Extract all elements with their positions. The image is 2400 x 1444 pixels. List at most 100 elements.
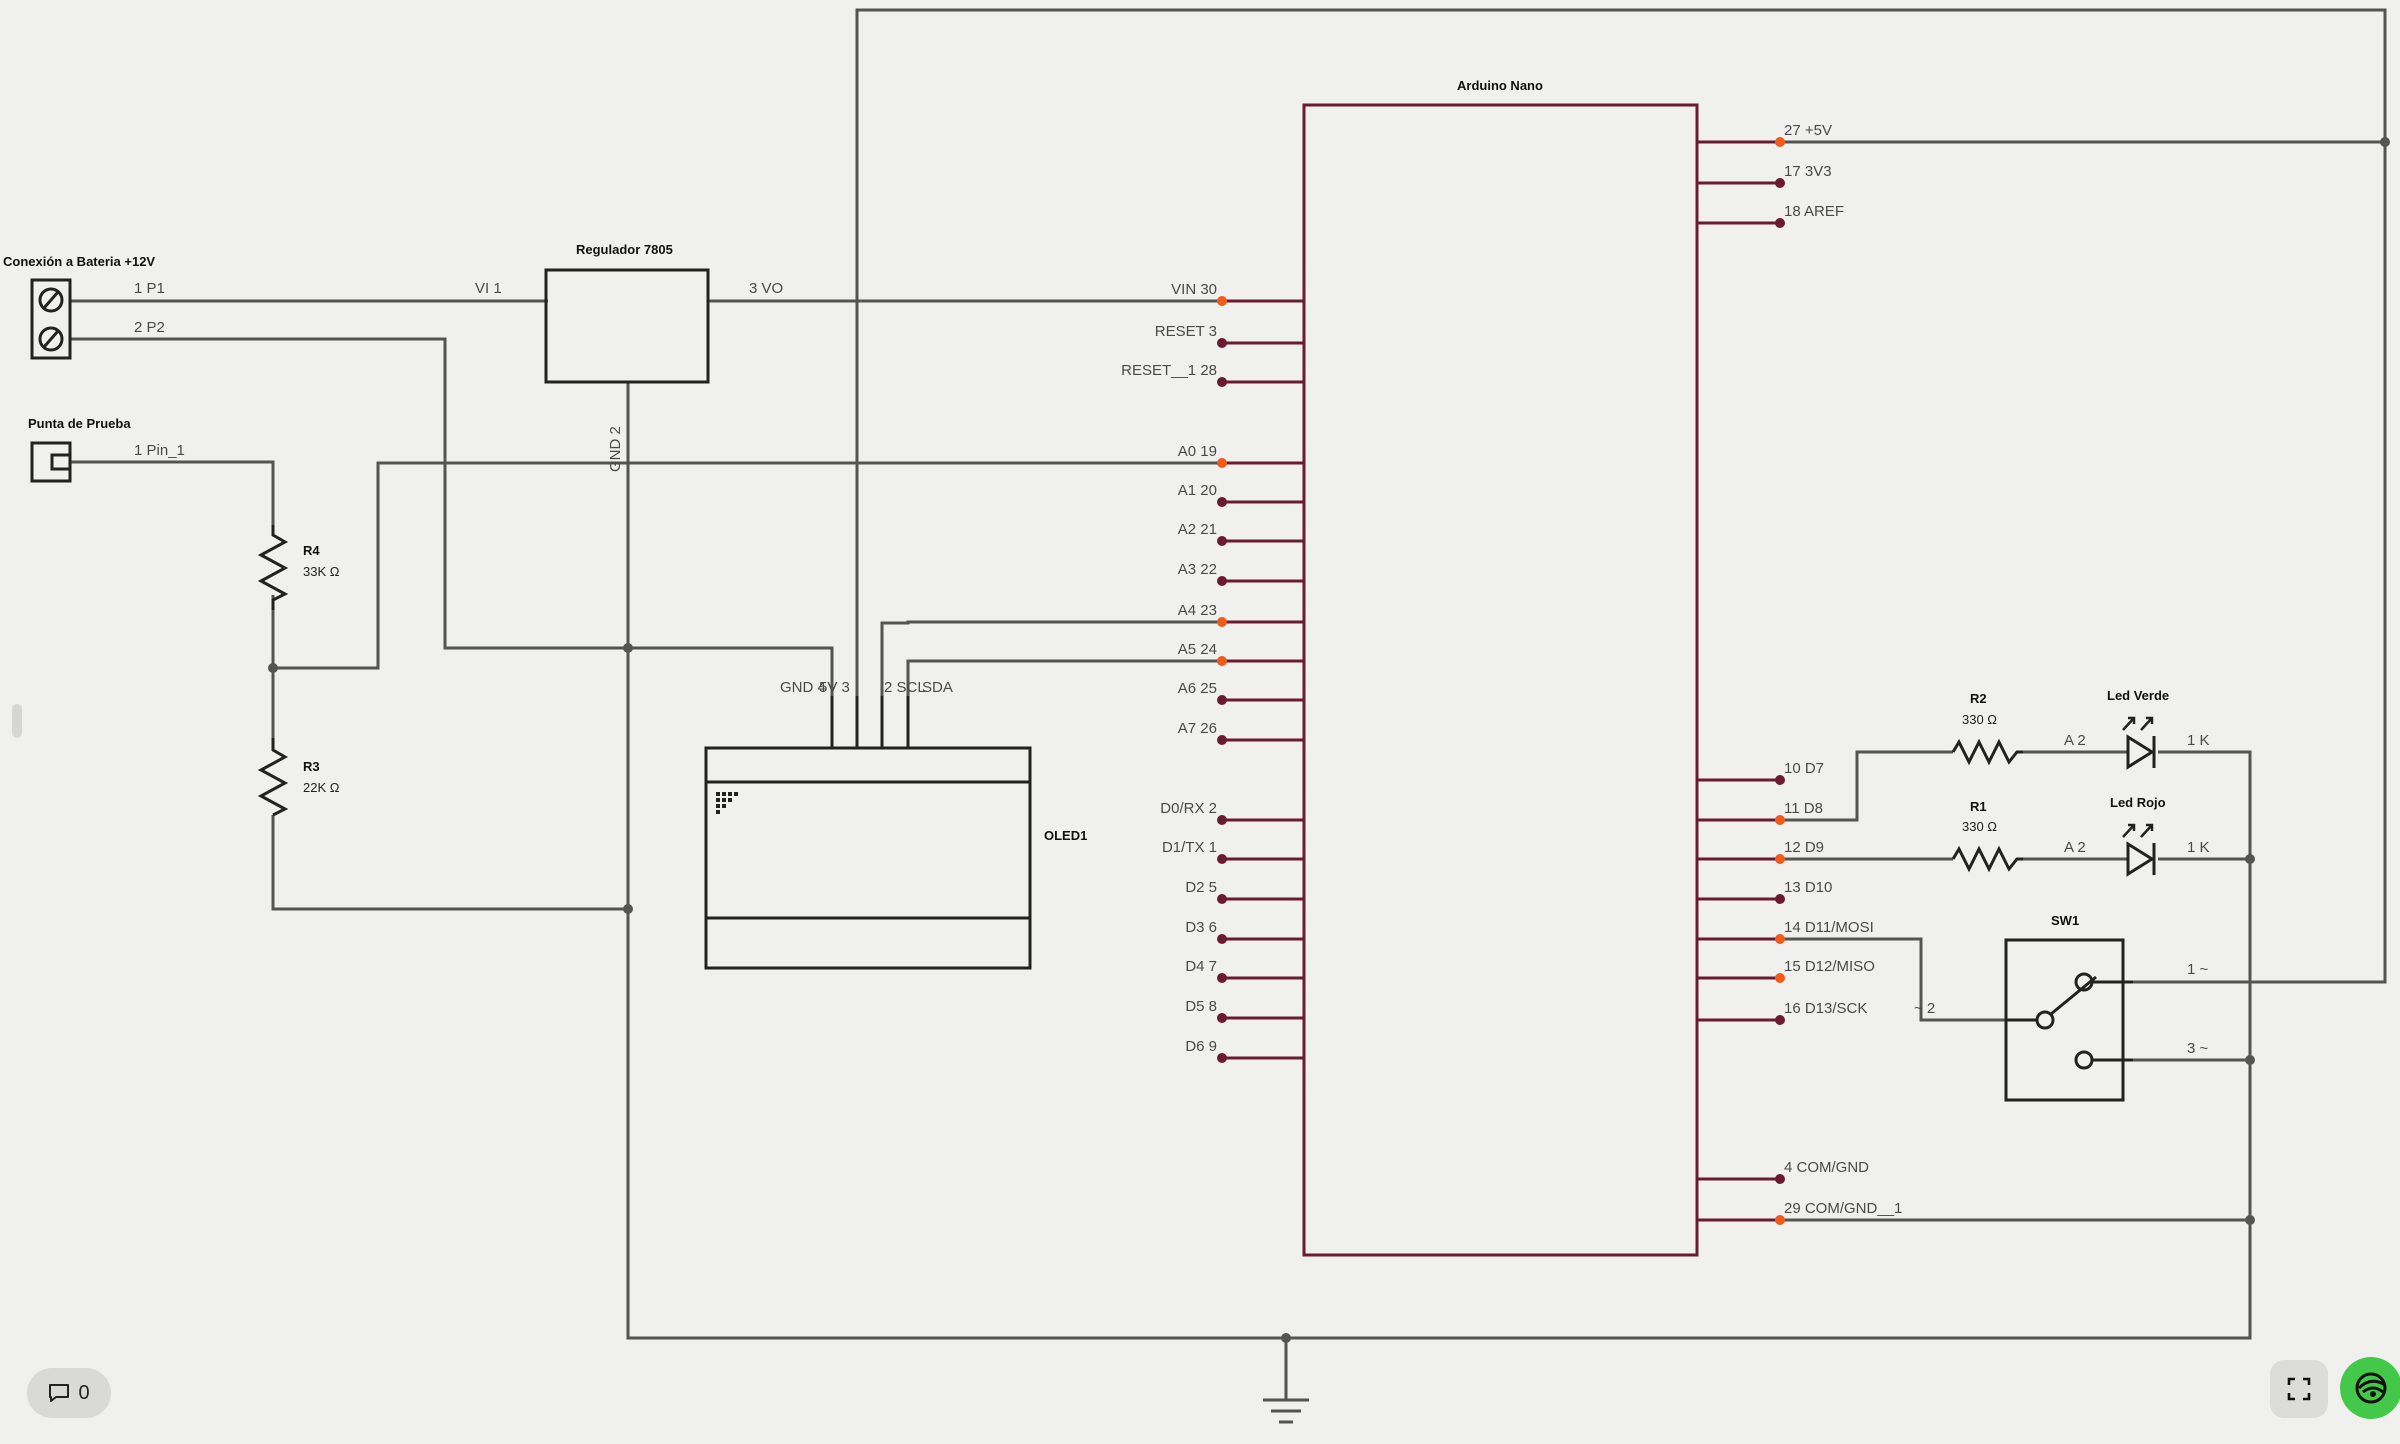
battery-connector[interactable]: Conexión a Bateria +12V 1 P1 2 P2 xyxy=(3,254,165,360)
battery-pin-1: 1 P1 xyxy=(134,280,165,297)
arduino-pin-dot[interactable] xyxy=(1775,218,1785,228)
arduino-pin-label: 15 D12/MISO xyxy=(1784,958,1875,975)
oled-display[interactable]: GND 4 5V 3 2 SCL SDA OLED1 xyxy=(704,679,1087,970)
arduino-pin-label: A5 24 xyxy=(1178,641,1217,658)
arduino-pin-dot[interactable] xyxy=(1775,178,1785,188)
led-green-anode: A 2 xyxy=(2064,732,2086,749)
sw-pin-1: 1 ~ xyxy=(2187,961,2209,978)
arduino-pin-dot[interactable] xyxy=(1217,576,1227,586)
arduino-pin-dot[interactable] xyxy=(1217,735,1227,745)
arduino-title: Arduino Nano xyxy=(1457,78,1543,93)
regulator-7805[interactable]: Regulador 7805 VI 1 3 VO GND 2 xyxy=(475,242,783,472)
sw-pin-2: ~ 2 xyxy=(1914,1000,1935,1017)
probe-title: Punta de Prueba xyxy=(28,416,131,431)
arduino-pin-dot[interactable] xyxy=(1775,1174,1785,1184)
resistor-r4[interactable]: R4 33K Ω xyxy=(257,525,340,610)
fullscreen-button[interactable] xyxy=(2270,1360,2328,1418)
arduino-pin-dot[interactable] xyxy=(1217,377,1227,387)
arduino-pin-dot[interactable] xyxy=(1217,695,1227,705)
arduino-pin-label: 17 3V3 xyxy=(1784,163,1832,180)
arduino-pin-dot[interactable] xyxy=(1775,1015,1785,1025)
arduino-pin-dot[interactable] xyxy=(1217,536,1227,546)
r3-value: 22K Ω xyxy=(303,780,340,795)
arduino-pin-label: A1 20 xyxy=(1178,482,1217,499)
led-green[interactable]: Led Verde A 2 1 K xyxy=(2064,688,2210,770)
oled-pin-gnd: GND 4 xyxy=(780,679,826,696)
regulator-pin-vi: VI 1 xyxy=(475,280,502,297)
arduino-pin-label: A4 23 xyxy=(1178,602,1217,619)
arduino-pin-dot[interactable] xyxy=(1217,1053,1227,1063)
arduino-pin-dot[interactable] xyxy=(1775,815,1785,825)
arduino-pin-dot[interactable] xyxy=(1217,656,1227,666)
comments-count: 0 xyxy=(78,1381,90,1404)
speech-bubble-icon xyxy=(49,1384,70,1402)
arduino-pin-dot[interactable] xyxy=(1217,1013,1227,1023)
arduino-pin-dot[interactable] xyxy=(1775,854,1785,864)
arduino-pin-label: VIN 30 xyxy=(1171,281,1217,298)
arduino-pin-label: RESET__1 28 xyxy=(1121,362,1217,379)
arduino-pin-label: 12 D9 xyxy=(1784,839,1824,856)
resistor-r2[interactable]: R2 330 Ω xyxy=(1951,691,2023,766)
led-green-name: Led Verde xyxy=(2107,688,2169,703)
regulator-pin-vo: 3 VO xyxy=(749,280,783,297)
arduino-pin-label: D3 6 xyxy=(1185,919,1217,936)
side-panel-handle[interactable] xyxy=(12,704,22,738)
arduino-pin-label: A7 26 xyxy=(1178,720,1217,737)
sw-pin-3: 3 ~ xyxy=(2187,1040,2209,1057)
switch-sw1[interactable]: SW1 1 ~ ~ 2 3 ~ xyxy=(1914,913,2209,1102)
arduino-pin-dot[interactable] xyxy=(1217,815,1227,825)
arduino-pin-dot[interactable] xyxy=(1217,894,1227,904)
led-red-name: Led Rojo xyxy=(2110,795,2166,810)
arduino-pin-dot[interactable] xyxy=(1775,973,1785,983)
arduino-pin-dot[interactable] xyxy=(1775,137,1785,147)
arduino-pin-dot[interactable] xyxy=(1775,894,1785,904)
arduino-pin-dot[interactable] xyxy=(1217,458,1227,468)
arduino-pin-label: 18 AREF xyxy=(1784,203,1844,220)
arduino-pin-label: D6 9 xyxy=(1185,1038,1217,1055)
arduino-pin-dot[interactable] xyxy=(1217,497,1227,507)
arduino-pin-dot[interactable] xyxy=(1217,617,1227,627)
arduino-pin-dot[interactable] xyxy=(1217,973,1227,983)
arduino-pin-dot[interactable] xyxy=(1775,934,1785,944)
arduino-pin-label: D1/TX 1 xyxy=(1162,839,1217,856)
brand-button[interactable] xyxy=(2340,1357,2400,1419)
arduino-pin-label: RESET 3 xyxy=(1155,323,1217,340)
arduino-pin-dot[interactable] xyxy=(1217,854,1227,864)
arduino-pin-label: 11 D8 xyxy=(1784,800,1823,817)
led-red-anode: A 2 xyxy=(2064,839,2086,856)
arduino-pin-dot[interactable] xyxy=(1775,775,1785,785)
arduino-pin-dot[interactable] xyxy=(1217,934,1227,944)
arduino-pin-dot[interactable] xyxy=(1217,338,1227,348)
arduino-pin-label: 14 D11/MOSI xyxy=(1784,919,1874,936)
r1-name: R1 xyxy=(1970,799,1987,814)
arduino-pin-label: A6 25 xyxy=(1178,680,1217,697)
arduino-pin-dot[interactable] xyxy=(1217,296,1227,306)
resistor-r1[interactable]: R1 330 Ω xyxy=(1951,799,2023,873)
oled-name: OLED1 xyxy=(1044,828,1087,843)
led-red[interactable]: Led Rojo A 2 1 K xyxy=(2064,795,2210,877)
oled-pin-scl: 2 SCL xyxy=(884,679,926,696)
arduino-pin-label: D2 5 xyxy=(1185,879,1217,896)
fullscreen-icon xyxy=(2287,1377,2311,1401)
wires xyxy=(70,8,2387,1424)
test-probe[interactable]: Punta de Prueba 1 Pin_1 xyxy=(28,416,185,483)
battery-pin-2: 2 P2 xyxy=(134,319,165,336)
comments-button[interactable]: 0 xyxy=(27,1368,111,1418)
arduino-pin-dot[interactable] xyxy=(1775,1215,1785,1225)
r2-name: R2 xyxy=(1970,691,1987,706)
oled-pin-5v: 5V 3 xyxy=(819,679,850,696)
resistor-r3[interactable]: R3 22K Ω xyxy=(257,738,340,817)
arduino-pin-label: D4 7 xyxy=(1185,958,1217,975)
regulator-pin-gnd: GND 2 xyxy=(607,426,624,472)
arduino-pin-label: A3 22 xyxy=(1178,561,1217,578)
arduino-pin-label: 10 D7 xyxy=(1784,760,1824,777)
r2-value: 330 Ω xyxy=(1962,712,1997,727)
regulator-title: Regulador 7805 xyxy=(576,242,673,257)
led-green-cathode: 1 K xyxy=(2187,732,2210,749)
probe-pin: 1 Pin_1 xyxy=(134,442,185,459)
arduino-pin-label: A2 21 xyxy=(1178,521,1217,538)
